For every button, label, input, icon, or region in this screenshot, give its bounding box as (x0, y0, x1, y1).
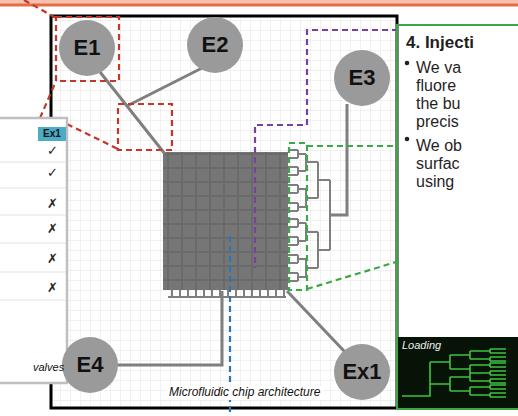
purple-callout (255, 30, 398, 268)
section-border (0, 4, 518, 7)
info-panel: 4. Injecti We va fluore the bu precis We o… (396, 24, 518, 410)
bullet-text: We va fluore the bu precis (416, 59, 476, 131)
fluorescent-tree (402, 349, 506, 397)
tree-branch (297, 150, 299, 281)
outlet-comb (168, 290, 286, 297)
figure-caption: Microfluidic chip architecture (166, 386, 323, 400)
channel (100, 72, 165, 154)
port-label: E1 (74, 36, 101, 60)
reservoir-port: E1 (59, 20, 115, 76)
callout-box (118, 104, 172, 150)
section-band (0, 0, 518, 4)
callout-leader (24, 0, 118, 149)
check-mark: ✓ (47, 166, 58, 181)
channel (330, 104, 347, 215)
reservoir-port: E2 (187, 17, 243, 73)
image-label: Loading (402, 339, 441, 352)
port-label: Ex1 (342, 360, 381, 384)
callout-box (56, 17, 119, 81)
channels (100, 68, 347, 365)
exit-port: Ex1 (334, 344, 390, 400)
red-callout (24, 0, 172, 150)
fluorescence-image (398, 337, 518, 410)
port-label: E4 (77, 353, 104, 377)
cross-mark: ✗ (47, 222, 58, 237)
check-mark: ✓ (47, 144, 58, 159)
bullet-text: We ob surfac using (416, 137, 476, 191)
cross-mark: ✗ (47, 252, 58, 267)
table-header: Ex1 (38, 127, 66, 141)
micrograph (398, 337, 518, 410)
tree-branch (298, 154, 306, 277)
green-callout (289, 143, 396, 290)
panel-heading: 4. Injecti (406, 33, 474, 53)
cross-mark: ✗ (47, 197, 58, 212)
tree-branch (318, 180, 330, 250)
reservoir-port: E4 (62, 337, 118, 393)
callout-box (289, 143, 307, 290)
table-panel (0, 118, 67, 383)
chip-outline (51, 16, 397, 408)
table-rules (0, 162, 66, 300)
bullet (405, 61, 410, 66)
branching-tree (168, 150, 330, 297)
callout-leader (307, 146, 396, 289)
cross-mark: ✗ (47, 281, 58, 296)
channel (287, 291, 345, 352)
channel (127, 68, 202, 106)
chamber-array (163, 152, 288, 290)
port-label: E2 (202, 33, 229, 57)
port-label: E3 (349, 66, 376, 90)
valve-table (0, 118, 67, 383)
reservoir-port: E3 (334, 50, 390, 106)
bullet (405, 137, 410, 142)
channel (117, 291, 222, 365)
table-note: valves (33, 361, 64, 374)
